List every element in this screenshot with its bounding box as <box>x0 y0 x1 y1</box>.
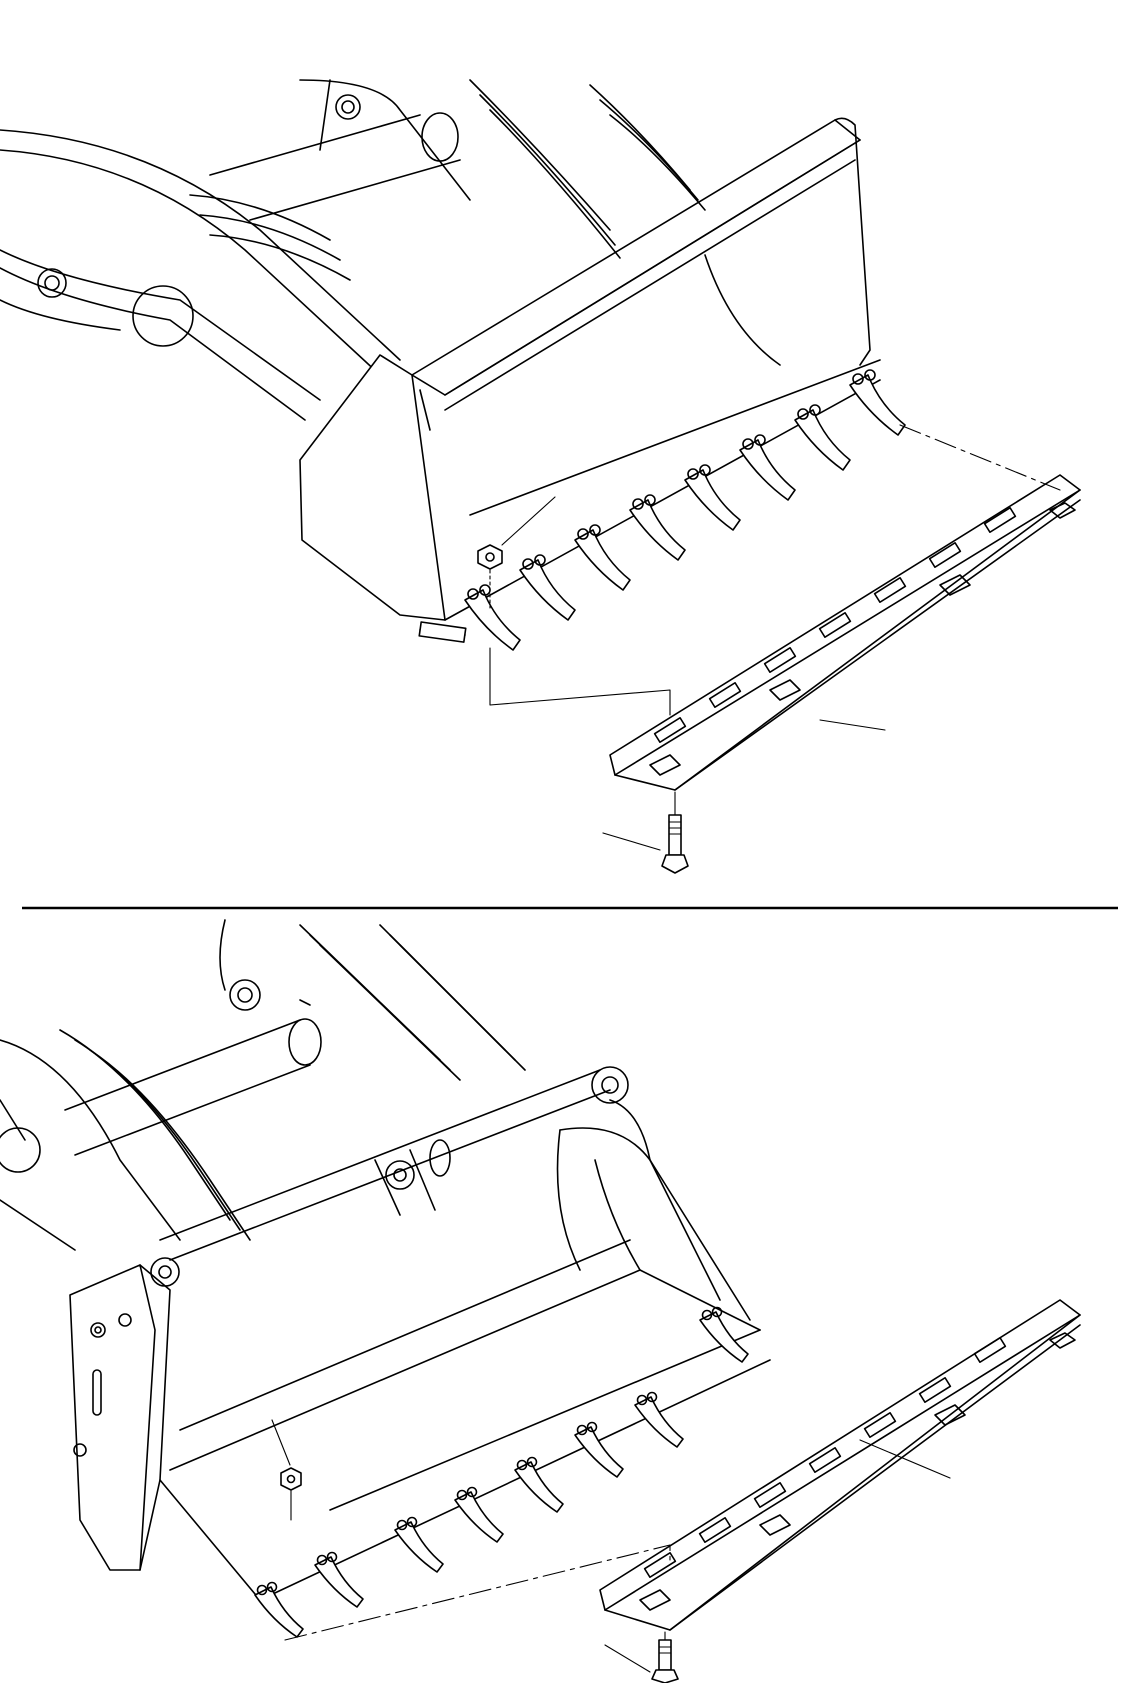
link-rod <box>150 1066 629 1287</box>
bucket-teeth-lower <box>254 1306 749 1638</box>
nut-upper <box>477 496 556 609</box>
tooth <box>574 1421 624 1478</box>
cross-tube <box>209 112 461 221</box>
upper-bucket-figure <box>0 79 1081 874</box>
tooth <box>684 464 741 531</box>
tooth <box>699 1306 749 1363</box>
wear-pad <box>649 502 1076 776</box>
alignment-lines-upper <box>489 424 1061 731</box>
tooth <box>519 554 576 621</box>
tooth <box>464 584 521 651</box>
cutting-edge-lower <box>599 1299 1081 1631</box>
bucket-body <box>299 117 881 643</box>
bolt-slot <box>653 507 1017 743</box>
tooth <box>514 1456 564 1513</box>
tooth <box>394 1516 444 1573</box>
bucket-teeth-upper <box>464 369 906 651</box>
bolt-slot <box>643 1337 1007 1578</box>
nut-lower <box>271 1419 302 1521</box>
bucket-body-lower <box>69 1099 771 1601</box>
wear-pad <box>639 1332 1076 1611</box>
tooth <box>629 494 686 561</box>
alignment-lines-lower <box>284 1439 951 1641</box>
tooth <box>314 1551 364 1608</box>
tooth <box>454 1486 504 1543</box>
bolt-upper <box>602 791 689 874</box>
loader-arm-left-lower <box>0 1029 251 1251</box>
cross-tube-lower <box>64 1018 322 1156</box>
tooth <box>254 1581 304 1638</box>
tooth <box>574 524 631 591</box>
bolt-lower <box>604 1631 679 1683</box>
lower-bucket-figure <box>0 919 1081 1683</box>
loader-arm-right-lower <box>219 919 526 1081</box>
cutting-edge-upper <box>609 474 1081 791</box>
tooth <box>634 1391 684 1448</box>
loader-arm-right <box>189 79 706 281</box>
tooth <box>794 404 851 471</box>
tooth <box>849 369 906 436</box>
tooth <box>739 434 796 501</box>
